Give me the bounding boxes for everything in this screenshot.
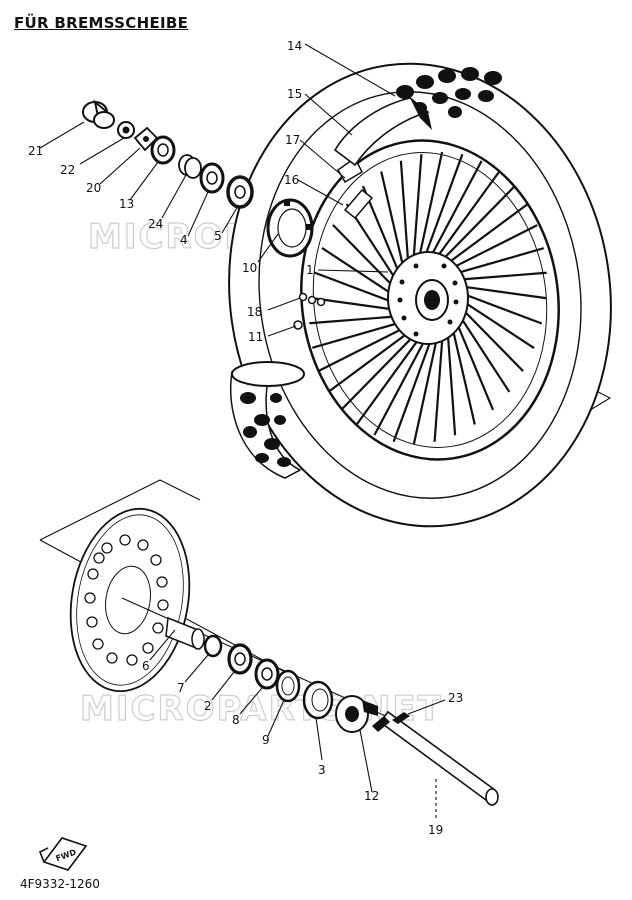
spoke — [453, 271, 547, 282]
spoke — [311, 320, 406, 349]
spoke — [432, 170, 501, 264]
spoke — [456, 303, 524, 372]
diagram-code: 4F9332-1260 — [20, 877, 100, 891]
spoke — [456, 284, 547, 300]
part-label-18: 18 — [247, 305, 262, 319]
part-label-5: 5 — [214, 229, 222, 243]
spoke — [309, 314, 403, 325]
part-label-23: 23 — [448, 691, 463, 705]
part-label-21: 21 — [28, 144, 43, 158]
part-label-4: 4 — [180, 233, 188, 247]
spacer-24 — [178, 154, 202, 179]
part-labels: 14 15 17 16 1 18 11 10 5 4 24 13 20 22 2… — [28, 39, 463, 837]
bolts-18 — [298, 292, 326, 307]
part-label-22: 22 — [60, 163, 75, 177]
part-label-8: 8 — [232, 713, 240, 727]
speedometer-gear-10 — [266, 198, 314, 258]
spoke — [309, 296, 400, 312]
bearing-2 — [227, 643, 253, 675]
oil-seal-13 — [150, 135, 176, 165]
spoke — [327, 328, 414, 393]
spoke — [318, 324, 410, 372]
part-label-19: 19 — [428, 823, 443, 837]
brake-disc-6 — [69, 507, 191, 693]
spoke — [373, 333, 429, 436]
tube — [333, 97, 432, 167]
oil-seal-3 — [302, 680, 334, 720]
spokes — [309, 151, 547, 445]
part-label-2: 2 — [204, 699, 212, 713]
part-label-16: 16 — [284, 173, 299, 187]
pin-23 — [392, 712, 410, 724]
spoke — [457, 290, 543, 325]
part-label-10: 10 — [242, 261, 257, 275]
spoke — [457, 297, 535, 349]
spoke — [321, 247, 399, 299]
spoke — [452, 315, 495, 411]
bolt-11 — [293, 320, 303, 330]
bearing-4 — [199, 162, 225, 194]
bearing-5 — [226, 175, 254, 209]
spoke — [340, 331, 419, 411]
spacer-7 — [165, 616, 223, 658]
part-label-17: 17 — [285, 133, 300, 147]
rim — [300, 139, 560, 461]
spoke — [332, 224, 400, 293]
spoke — [446, 325, 457, 436]
part-label-6: 6 — [142, 659, 150, 673]
spoke — [455, 309, 511, 393]
part-label-1: 1 — [306, 263, 314, 277]
spoke — [421, 153, 464, 263]
spoke — [412, 331, 440, 445]
part-label-15: 15 — [287, 87, 302, 101]
spoke — [433, 329, 445, 442]
axle-19 — [372, 710, 499, 806]
collar-12 — [335, 695, 378, 733]
part-label-3: 3 — [318, 763, 326, 777]
spoke — [446, 224, 538, 272]
spoke — [442, 203, 529, 268]
spoke — [313, 271, 399, 306]
part-label-12: 12 — [364, 789, 379, 803]
circlip-9 — [275, 669, 301, 703]
spoke — [411, 154, 423, 267]
spoke — [449, 320, 476, 425]
spoke — [416, 151, 444, 265]
spoke — [392, 333, 435, 443]
spoke — [427, 160, 483, 263]
part-label-20: 20 — [86, 181, 101, 195]
part-label-24: 24 — [148, 217, 163, 231]
page-title: FÜR BREMSSCHEIBE — [14, 14, 189, 32]
bolt-22 — [117, 121, 135, 139]
spoke — [450, 247, 545, 276]
part-label-11: 11 — [248, 330, 263, 344]
hub — [387, 251, 469, 345]
oil-seal-8 — [254, 658, 280, 690]
spoke — [399, 160, 410, 271]
collar-21 — [82, 99, 115, 129]
leader-lines — [39, 43, 446, 818]
spoke — [380, 171, 407, 276]
spoke — [355, 332, 424, 426]
part-label-14: 14 — [287, 39, 302, 53]
part-label-13: 13 — [119, 197, 134, 211]
spoke — [437, 185, 516, 265]
fwd-arrow-icon: FWD — [38, 837, 88, 871]
part-label-9: 9 — [262, 733, 270, 747]
part-label-7: 7 — [177, 681, 185, 695]
